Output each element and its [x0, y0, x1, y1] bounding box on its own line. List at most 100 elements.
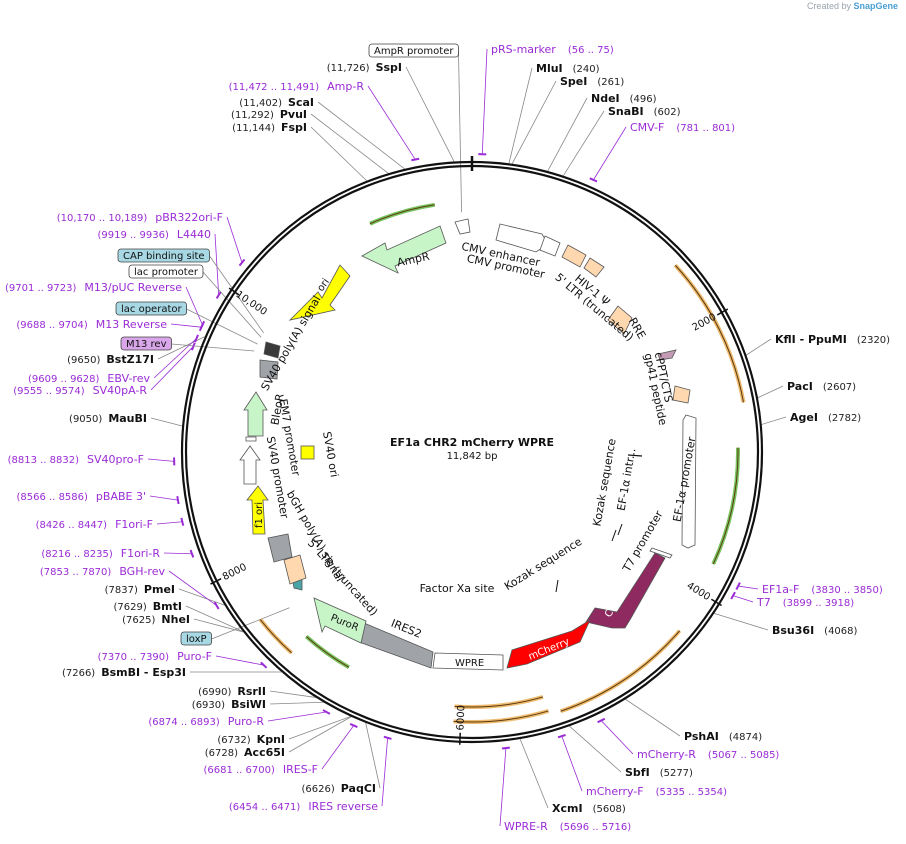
- primer-ires-reverse: IRES reverse: [308, 800, 378, 813]
- primer-pbabe-3: pBABE 3': [96, 490, 146, 503]
- site-pos-sbfi: (5277): [660, 768, 693, 779]
- site-pos-bsu36i: (4068): [824, 626, 857, 637]
- feature-box-leader-m13-rev: [171, 343, 255, 352]
- wpre-feature: [432, 652, 504, 671]
- primer-pos-mcherry-r: (5067 .. 5085): [708, 750, 780, 761]
- green-arc-ef1a: [711, 447, 740, 565]
- ampr-feature: [361, 225, 447, 274]
- green-arc-puro-core: [305, 636, 350, 668]
- primer-sv40pa-r: SV40pA-R: [93, 384, 148, 397]
- cppt-feature: [672, 385, 691, 404]
- site-snabi: SnaBI: [608, 105, 644, 118]
- site-pos-fspi: (11,144): [232, 123, 275, 134]
- site-pos-nhei: (7625): [122, 615, 155, 626]
- sv40-polya-feature: [259, 359, 279, 380]
- primer-pos-t7: (3899 .. 3918): [783, 598, 855, 609]
- site-leader-pvui: [310, 113, 389, 174]
- primer-m13-puc-reverse: M13/pUC Reverse: [84, 281, 182, 294]
- primer-pos-amp-r: (11,472 .. 11,491): [229, 82, 320, 93]
- feature-box-leader-lac-operator: [186, 308, 258, 345]
- hiv-psi-feature: [583, 257, 605, 278]
- feature-box-lac-operator: lac operator: [115, 301, 187, 316]
- rre-feature: [607, 305, 633, 335]
- primer-bgh-rev: BGH-rev: [119, 565, 165, 578]
- snapgene-credit: Created by SnapGene: [807, 1, 898, 11]
- primer-cmv-f: CMV-F: [630, 121, 664, 134]
- primer-pos-wpre-r: (5696 .. 5716): [560, 822, 632, 833]
- site-leader-bsiwi: [269, 701, 324, 705]
- feature-box-lac-promoter: lac promoter: [128, 264, 204, 279]
- feature-box-m13-rev: M13 rev: [120, 336, 172, 351]
- primer-pos-puro-f: (7370 .. 7390): [98, 652, 170, 663]
- site-nhei: NheI: [161, 613, 190, 626]
- site-paqci: PaqCI: [341, 782, 376, 795]
- primer-leader-pbabe-3: [149, 495, 178, 501]
- primer-leader-mcherry-r: [600, 720, 634, 755]
- gp41-feature: [657, 349, 677, 361]
- primer-mark-ires-reverse: [383, 735, 392, 740]
- primer-t7: T7: [756, 596, 771, 609]
- bgh-polya-feature: [267, 533, 293, 563]
- site-leader-scai: [317, 101, 405, 170]
- feature-box-bg-m13-rev: [120, 336, 172, 351]
- feature-box-label-lac-operator: lac operator: [121, 304, 182, 315]
- site-leader-sbfi: [569, 725, 622, 773]
- primer-m13-reverse: M13 Reverse: [96, 318, 167, 331]
- feature-box-leader-cap-binding-site: [209, 255, 264, 334]
- ltr5-feature: [561, 244, 587, 268]
- primer-pos-bgh-rev: (7853 .. 7870): [40, 567, 112, 578]
- tick-label-2000: 2000: [691, 312, 719, 334]
- site-pos-xcmi: (5608): [593, 804, 626, 815]
- site-leader-kpni: [288, 716, 351, 740]
- ef1a-intron-mark: [627, 454, 643, 457]
- kozak-mark-3: [555, 579, 559, 593]
- plasmid-title: EF1a CHR2 mCherry WPRE: [390, 436, 554, 449]
- primer-mark-sv40pa-r: [191, 342, 196, 351]
- primer-f1ori-f: F1ori-F: [115, 518, 153, 531]
- primer-leader-sv40pro-f: [147, 458, 175, 462]
- site-kfli-ppumi: KflI - PpuMI: [775, 333, 847, 346]
- kozak-mark-2: [611, 529, 617, 542]
- site-bstz17i: BstZ17I: [106, 353, 154, 366]
- primer-ires-f: IRES-F: [283, 763, 318, 776]
- site-agei: AgeI: [790, 411, 818, 424]
- primer-pos-ebv-rev: (9609 .. 9628): [28, 374, 100, 385]
- site-bsu36i: Bsu36I: [772, 624, 814, 637]
- primer-leader-t7: [733, 595, 754, 603]
- green-arc-ampr: [369, 202, 436, 226]
- feature-box-bg-ampr-promoter: [368, 43, 459, 58]
- feature-box-label-loxp: loxP: [186, 634, 207, 645]
- primer-leader-m13-reverse: [170, 323, 202, 328]
- primer-pos-ires-reverse: (6454 .. 6471): [229, 802, 301, 813]
- site-pos-bstz17i: (9650): [67, 355, 100, 366]
- ampr-promoter-feature: [454, 218, 471, 235]
- site-leader-xcmi: [519, 738, 549, 809]
- primer-leader-cmv-f: [593, 126, 627, 181]
- orange-arc-2-core: [560, 630, 681, 712]
- tick-label-8000: 8000: [221, 562, 249, 583]
- feature-label-sv40-ori-19: SV40 ori: [320, 430, 341, 478]
- site-pos-maubi: (9050): [69, 414, 102, 425]
- primer-mark-mcherry-f: [557, 733, 566, 739]
- orange-arc-3-core: [453, 710, 549, 723]
- site-bsiwi: BsiWI: [231, 698, 266, 711]
- primer-pos-m13-puc-reverse: (9701 .. 9723): [5, 283, 77, 294]
- feature-box-bg-lac-promoter: [128, 264, 204, 279]
- primer-puro-r: Puro-R: [228, 715, 265, 728]
- site-pos-bsiwi: (6930): [192, 700, 225, 711]
- tick-4000: [710, 598, 722, 607]
- site-pos-kpni: (6732): [217, 735, 250, 746]
- feature-label-ef-1-intr-9: EF-1α intr...: [615, 447, 639, 512]
- site-leader-spei: [511, 80, 557, 164]
- site-leader-pshai: [625, 698, 681, 737]
- feature-box-leader-lac-promoter: [202, 271, 262, 338]
- primer-pos-f1ori-f: (8426 .. 8447): [36, 520, 108, 531]
- site-rsrii: RsrII: [237, 685, 266, 698]
- site-mlui: MluI: [536, 62, 563, 75]
- primer-leader-ires-reverse: [381, 737, 389, 807]
- feature-box-ampr-promoter: AmpR promoter: [368, 43, 459, 58]
- tick-8000: [210, 578, 222, 585]
- feature-box-loxp: loxP: [180, 631, 212, 646]
- primer-amp-r: Amp-R: [327, 80, 364, 93]
